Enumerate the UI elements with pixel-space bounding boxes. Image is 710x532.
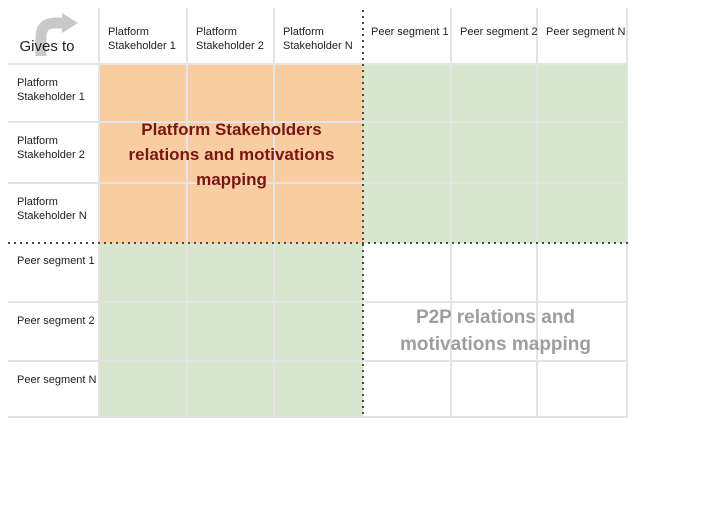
- column-header-peer-segment-1: Peer segment 1: [363, 8, 452, 65]
- matrix-cell: [275, 65, 363, 123]
- column-header-platform-stakeholder-2: Platform Stakeholder 2: [188, 8, 275, 65]
- matrix-cell: [188, 65, 275, 123]
- matrix-cell: [100, 123, 188, 184]
- matrix-cell: [538, 65, 628, 123]
- row-header-peer-segment-n: Peer segment N: [8, 362, 100, 418]
- matrix-cell: [100, 65, 188, 123]
- matrix-cell: [538, 303, 628, 362]
- matrix-cell: [363, 184, 452, 243]
- matrix-cell: [188, 184, 275, 243]
- matrix-cell: [363, 362, 452, 418]
- gives-to-matrix: Gives to Platform Stakeholder 1 Platform…: [8, 8, 628, 418]
- matrix-cell: [100, 243, 188, 303]
- matrix-cell: [538, 123, 628, 184]
- matrix-cell: [100, 362, 188, 418]
- platform-peer-divider-horizontal: [8, 242, 628, 244]
- matrix-cell: [100, 303, 188, 362]
- column-header-peer-segment-2: Peer segment 2: [452, 8, 538, 65]
- matrix-cell: [275, 243, 363, 303]
- curved-right-arrow-icon: [35, 13, 78, 56]
- row-header-peer-segment-2: Peer segment 2: [8, 303, 100, 362]
- matrix-cell: [363, 303, 452, 362]
- matrix-cell: [452, 184, 538, 243]
- row-header-platform-stakeholder-2: Platform Stakeholder 2: [8, 123, 100, 184]
- matrix-cell: [452, 362, 538, 418]
- row-header-platform-stakeholder-1: Platform Stakeholder 1: [8, 65, 100, 123]
- matrix-cell: [452, 243, 538, 303]
- platform-peer-divider-vertical: [362, 10, 364, 417]
- column-header-platform-stakeholder-n: Platform Stakeholder N: [275, 8, 363, 65]
- matrix-cell: [538, 243, 628, 303]
- matrix-cell: [363, 123, 452, 184]
- matrix-cell: [188, 303, 275, 362]
- column-header-platform-stakeholder-1: Platform Stakeholder 1: [100, 8, 188, 65]
- matrix-cell: [452, 303, 538, 362]
- matrix-cell: [275, 123, 363, 184]
- matrix-cell: [188, 362, 275, 418]
- matrix-cell: [275, 362, 363, 418]
- corner-cell-gives-to: Gives to: [8, 8, 100, 65]
- matrix-cell: [363, 243, 452, 303]
- row-header-peer-segment-1: Peer segment 1: [8, 243, 100, 303]
- matrix-cell: [275, 303, 363, 362]
- matrix-cell: [452, 65, 538, 123]
- matrix-cell: [188, 123, 275, 184]
- matrix-cell: [363, 65, 452, 123]
- matrix-cell: [538, 362, 628, 418]
- matrix-cell: [275, 184, 363, 243]
- matrix-cell: [452, 123, 538, 184]
- column-header-peer-segment-n: Peer segment N: [538, 8, 628, 65]
- matrix-cell: [188, 243, 275, 303]
- matrix-cell: [100, 184, 188, 243]
- row-header-platform-stakeholder-n: Platform Stakeholder N: [8, 184, 100, 243]
- gives-to-label: Gives to: [19, 38, 75, 55]
- matrix-cell: [538, 184, 628, 243]
